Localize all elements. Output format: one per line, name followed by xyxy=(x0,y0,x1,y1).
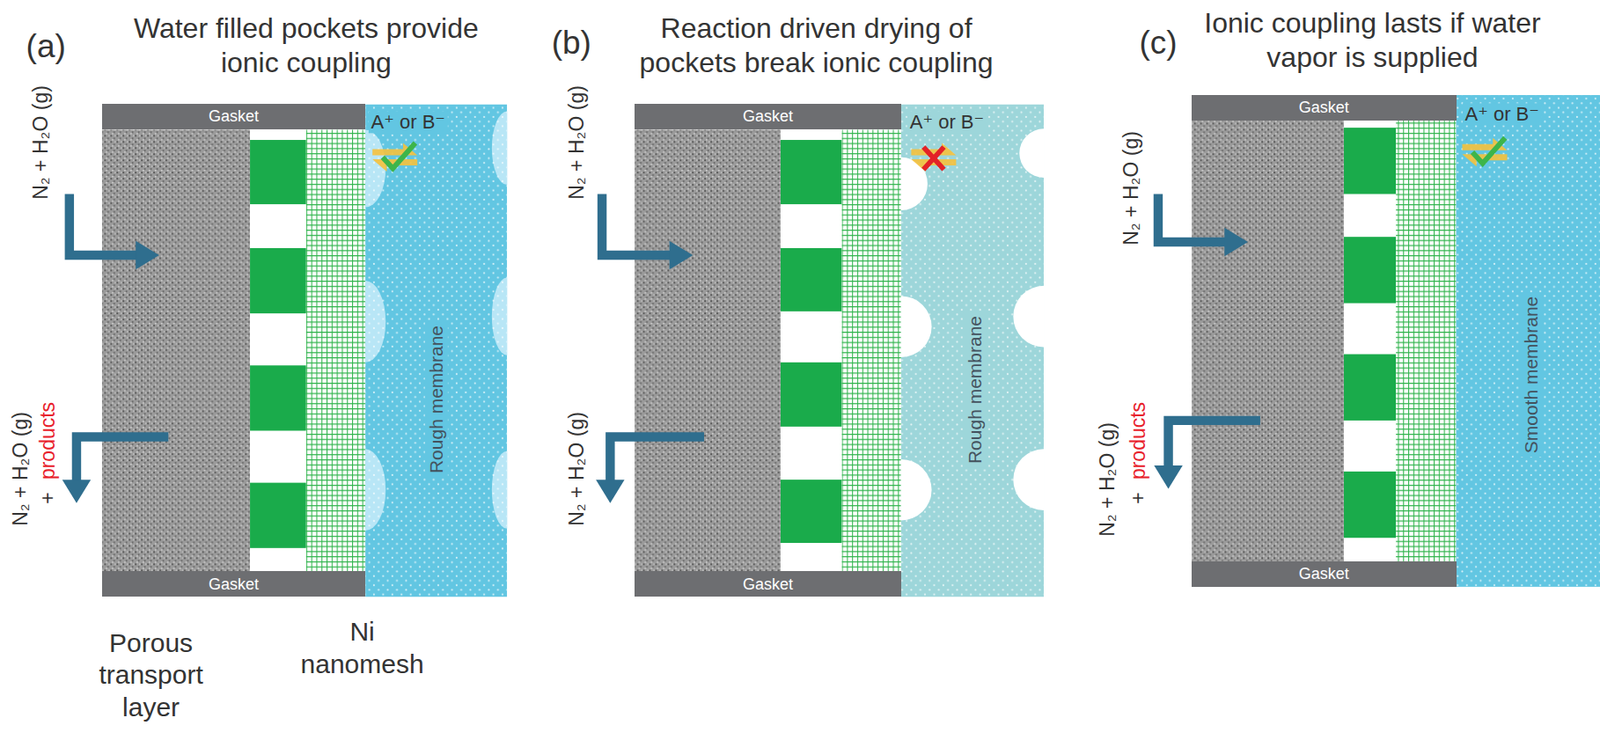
label-holder: N₂ + H₂O (g) xyxy=(8,411,32,527)
gas-flow-arrow xyxy=(69,193,169,482)
rough-membrane-shape xyxy=(365,103,507,597)
gasket-bar: Gasket xyxy=(1191,95,1456,121)
nanomesh-blocks xyxy=(249,139,307,549)
inlet-gas-label: N₂ + H₂O (g) xyxy=(565,85,588,200)
outlet-gas-label: N₂ + H₂O (g) xyxy=(1095,422,1119,537)
gasket-bar: Gasket xyxy=(102,571,366,597)
membrane-label-holder: Rough membrane xyxy=(425,322,448,478)
arrow-head xyxy=(62,479,91,504)
outlet-gas-label: N₂ + H₂O (g) xyxy=(565,411,588,527)
label-holder: A⁺ or B⁻ xyxy=(907,110,987,133)
panel-title: Reaction driven drying of pockets break … xyxy=(609,11,1024,81)
nanomesh-grid xyxy=(306,129,366,572)
arrow-head xyxy=(669,241,694,270)
arrow-head xyxy=(595,479,624,504)
membrane-label: Smooth membrane xyxy=(1519,293,1542,458)
membrane-box: Smooth membrane xyxy=(1456,95,1600,588)
gasket-label: Gasket xyxy=(1299,97,1350,118)
part-name: Ni nanomesh xyxy=(296,616,429,682)
membrane-box: Rough membrane xyxy=(901,103,1044,597)
ion-label: A⁺ or B⁻ xyxy=(368,110,448,133)
membrane-label: Rough membrane xyxy=(963,312,987,468)
label-holder: (c) xyxy=(1138,23,1177,62)
label-holder: A⁺ or B⁻ xyxy=(1462,102,1542,125)
outlet-plus: + xyxy=(1126,491,1150,504)
panel-letter: (a) xyxy=(26,28,67,67)
gas-flow-arrow xyxy=(601,193,705,482)
outlet-gas-label: N₂ + H₂O (g) xyxy=(8,411,32,527)
nanomesh-gap xyxy=(1343,120,1396,562)
membrane-label: Rough membrane xyxy=(425,322,448,478)
label-holder: N₂ + H₂O (g) xyxy=(1118,132,1142,247)
ion-exchange-blocked xyxy=(910,143,956,172)
membrane-box: Rough membrane xyxy=(365,103,507,597)
panel-a-cell xyxy=(62,103,523,597)
dried-membrane-shape xyxy=(901,103,1044,597)
nanomesh-gap xyxy=(249,129,307,572)
nanomesh-grid xyxy=(1395,120,1456,562)
gasket-bar: Gasket xyxy=(102,103,366,130)
label-holder: N₂ + H₂O (g) xyxy=(29,85,52,200)
porous-transport-layer xyxy=(1191,120,1344,562)
label-holder: Ionic coupling lasts if water vapor is s… xyxy=(1182,6,1562,75)
label-holder: N₂ + H₂O (g) xyxy=(1095,422,1119,537)
outlet-plus: + xyxy=(36,491,59,504)
membrane-label-holder: Smooth membrane xyxy=(1519,293,1542,458)
outlet-products: products xyxy=(1126,402,1150,480)
label-holder: (a) xyxy=(26,28,67,67)
gasket-label: Gasket xyxy=(742,106,793,127)
arrow-head xyxy=(1153,465,1182,490)
part-name: Porous transport layer xyxy=(76,627,227,725)
gasket-label: Gasket xyxy=(1299,564,1350,585)
label-holder: products xyxy=(36,402,59,480)
label-holder: Reaction driven drying of pockets break … xyxy=(609,11,1024,81)
label-holder: products xyxy=(1126,402,1150,480)
nanomesh-blocks xyxy=(780,139,843,544)
gasket-bar: Gasket xyxy=(1191,561,1456,588)
arrow-head xyxy=(1224,227,1248,257)
gasket-label: Gasket xyxy=(208,106,259,127)
ion-label: A⁺ or B⁻ xyxy=(1462,102,1542,125)
porous-transport-layer xyxy=(102,129,250,572)
membrane-label-holder: Rough membrane xyxy=(963,312,987,468)
label-holder: Porous transport layer xyxy=(76,627,227,725)
gas-flow-arrow xyxy=(1158,193,1261,468)
nanomesh-grid xyxy=(842,129,902,572)
nanomesh-blocks xyxy=(1343,127,1396,538)
label-holder: (b) xyxy=(551,23,592,62)
label-holder: N₂ + H₂O (g) xyxy=(565,411,588,527)
nanomesh-gap xyxy=(780,129,843,572)
panel-title: Water filled pockets provide ionic coupl… xyxy=(130,11,483,81)
gasket-label: Gasket xyxy=(742,574,793,595)
outlet-products: products xyxy=(36,402,59,480)
ion-label: A⁺ or B⁻ xyxy=(907,110,987,133)
label-holder: Water filled pockets provide ionic coupl… xyxy=(130,11,483,81)
panel-letter: (c) xyxy=(1138,23,1177,62)
panel-c-cell xyxy=(1153,95,1600,588)
label-holder: + xyxy=(36,491,59,504)
inlet-gas-label: N₂ + H₂O (g) xyxy=(1118,132,1142,247)
ion-exchange-ok xyxy=(372,143,418,172)
gasket-label: Gasket xyxy=(208,574,259,595)
panel-b-cell xyxy=(595,103,1075,597)
label-holder: + xyxy=(1126,491,1150,504)
panel-title: Ionic coupling lasts if water vapor is s… xyxy=(1182,6,1562,75)
panel-letter: (b) xyxy=(551,23,592,62)
inlet-gas-label: N₂ + H₂O (g) xyxy=(29,85,52,200)
gasket-bar: Gasket xyxy=(634,571,902,597)
label-holder: N₂ + H₂O (g) xyxy=(565,85,588,200)
smooth-membrane-shape xyxy=(1456,95,1600,588)
arrow-head xyxy=(135,241,160,270)
porous-transport-layer xyxy=(634,129,781,572)
ion-exchange-ok xyxy=(1461,138,1507,167)
gasket-bar: Gasket xyxy=(634,103,902,130)
label-holder: A⁺ or B⁻ xyxy=(368,110,448,133)
label-holder: Ni nanomesh xyxy=(296,616,429,682)
